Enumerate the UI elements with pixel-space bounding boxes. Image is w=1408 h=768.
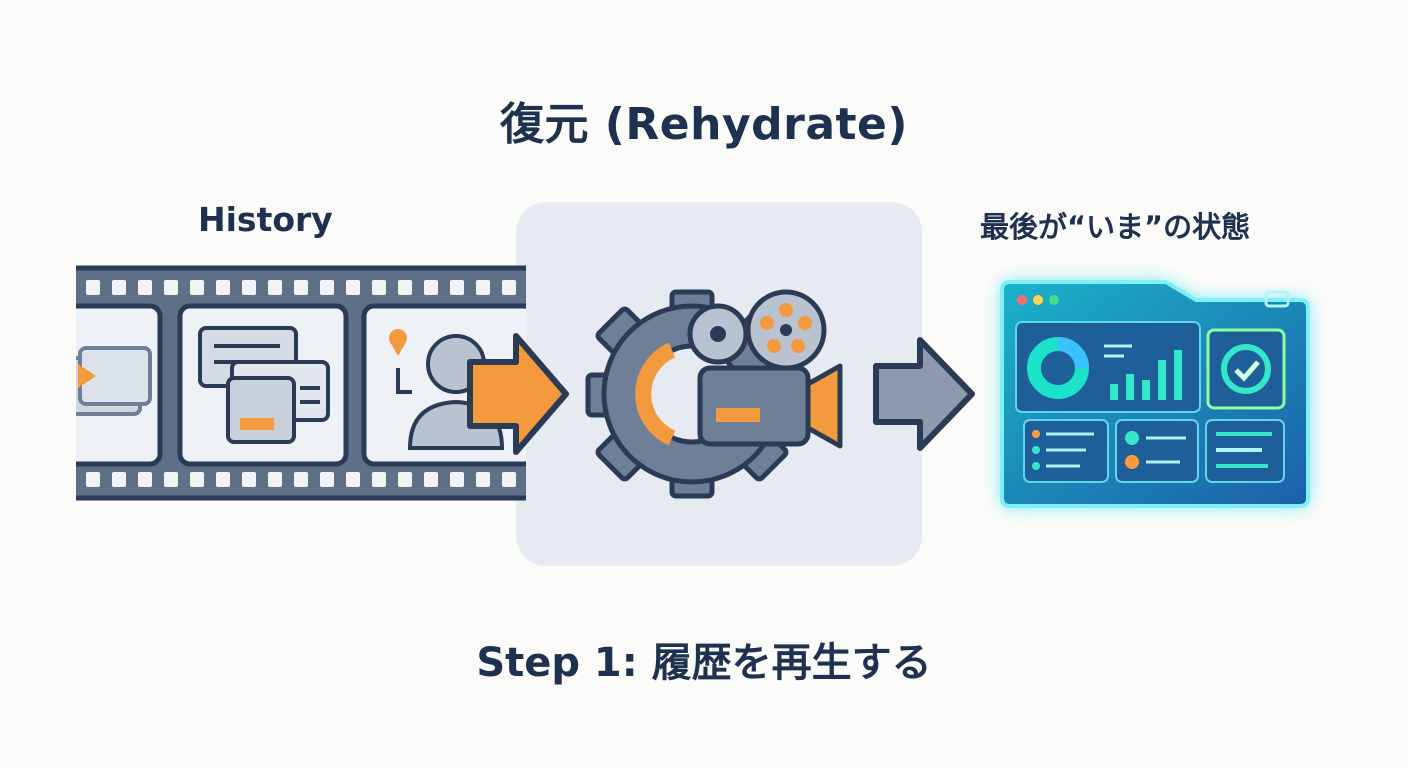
gear-projector-icon — [585, 289, 843, 499]
diagram-title: 復元 (Rehydrate) — [499, 99, 909, 150]
current-state-label: 最後が“いま”の状態 — [980, 210, 1251, 244]
film-strip-icon — [76, 265, 526, 501]
dashboard-window-icon — [1000, 280, 1310, 508]
arrow-right-gray-icon — [873, 337, 975, 451]
arrow-right-orange-icon — [467, 333, 569, 455]
step-caption: Step 1: 履歴を再生する — [476, 640, 932, 686]
history-label: History — [198, 200, 333, 239]
